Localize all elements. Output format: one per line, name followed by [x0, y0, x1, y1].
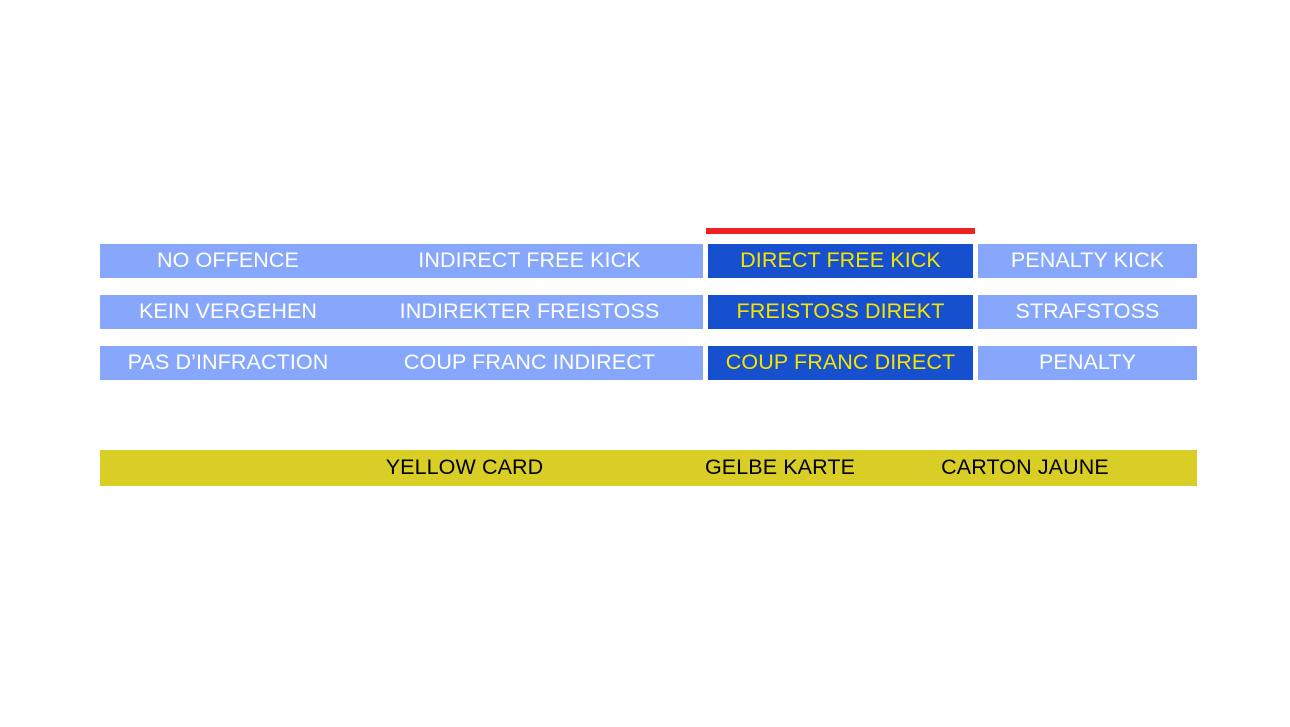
yellow-card-label: CARTON JAUNE: [941, 455, 1109, 480]
red-indicator-bar: [706, 228, 975, 234]
yellow-card-bar[interactable]: YELLOW CARD GELBE KARTE CARTON JAUNE: [100, 450, 1197, 486]
scale-cell-no-offence-en[interactable]: NO OFFENCE: [100, 244, 356, 278]
scale-strip-en-left[interactable]: NO OFFENCE INDIRECT FREE KICK: [100, 244, 703, 278]
scale-cell-direct-free-kick-de[interactable]: FREISTOSS DIREKT: [708, 295, 973, 329]
scale-strip-fr-left[interactable]: PAS D’INFRACTION COUP FRANC INDIRECT: [100, 346, 703, 380]
scale-cell-label: PENALTY KICK: [1010, 248, 1165, 273]
scale-cell-no-offence-fr[interactable]: PAS D’INFRACTION: [100, 346, 356, 380]
scale-cell-indirect-free-kick-fr[interactable]: COUP FRANC INDIRECT: [356, 346, 703, 380]
scale-cell-label: COUP FRANC DIRECT: [725, 350, 956, 375]
yellow-card-label: GELBE KARTE: [704, 455, 856, 480]
scale-cell-label: COUP FRANC INDIRECT: [403, 350, 656, 375]
scale-cell-penalty-kick-fr[interactable]: PENALTY: [978, 346, 1197, 380]
scale-cell-label: STRAFSTOSS: [1015, 299, 1160, 324]
yellow-card-label-fr: CARTON JAUNE: [860, 450, 1190, 486]
scale-cell-indirect-free-kick-en[interactable]: INDIRECT FREE KICK: [356, 244, 703, 278]
sanction-scale: NO OFFENCE INDIRECT FREE KICK DIRECT FRE…: [100, 244, 1197, 380]
scale-cell-label: KEIN VERGEHEN: [138, 299, 318, 324]
yellow-card-label-de: GELBE KARTE: [600, 450, 960, 486]
scale-row-en: NO OFFENCE INDIRECT FREE KICK DIRECT FRE…: [100, 244, 1197, 278]
scale-cell-penalty-kick-de[interactable]: STRAFSTOSS: [978, 295, 1197, 329]
scale-cell-label: NO OFFENCE: [157, 248, 299, 273]
scale-cell-penalty-kick-en[interactable]: PENALTY KICK: [978, 244, 1197, 278]
scale-cell-label: INDIREKTER FREISTOSS: [399, 299, 660, 324]
scale-row-fr: PAS D’INFRACTION COUP FRANC INDIRECT COU…: [100, 346, 1197, 380]
yellow-card-label-en: YELLOW CARD: [267, 450, 662, 486]
scale-cell-direct-free-kick-en[interactable]: DIRECT FREE KICK: [708, 244, 973, 278]
scale-cell-indirect-free-kick-de[interactable]: INDIREKTER FREISTOSS: [356, 295, 703, 329]
yellow-card-label: YELLOW CARD: [385, 455, 544, 480]
scale-cell-direct-free-kick-fr[interactable]: COUP FRANC DIRECT: [708, 346, 973, 380]
scale-cell-label: FREISTOSS DIREKT: [736, 299, 945, 324]
scale-row-de: KEIN VERGEHEN INDIREKTER FREISTOSS FREIS…: [100, 295, 1197, 329]
scale-cell-label: PAS D’INFRACTION: [127, 350, 329, 375]
scale-cell-label: PENALTY: [1038, 350, 1137, 375]
scale-cell-label: DIRECT FREE KICK: [740, 248, 941, 273]
scale-cell-no-offence-de[interactable]: KEIN VERGEHEN: [100, 295, 356, 329]
scale-cell-label: INDIRECT FREE KICK: [418, 248, 641, 273]
scale-strip-de-left[interactable]: KEIN VERGEHEN INDIREKTER FREISTOSS: [100, 295, 703, 329]
